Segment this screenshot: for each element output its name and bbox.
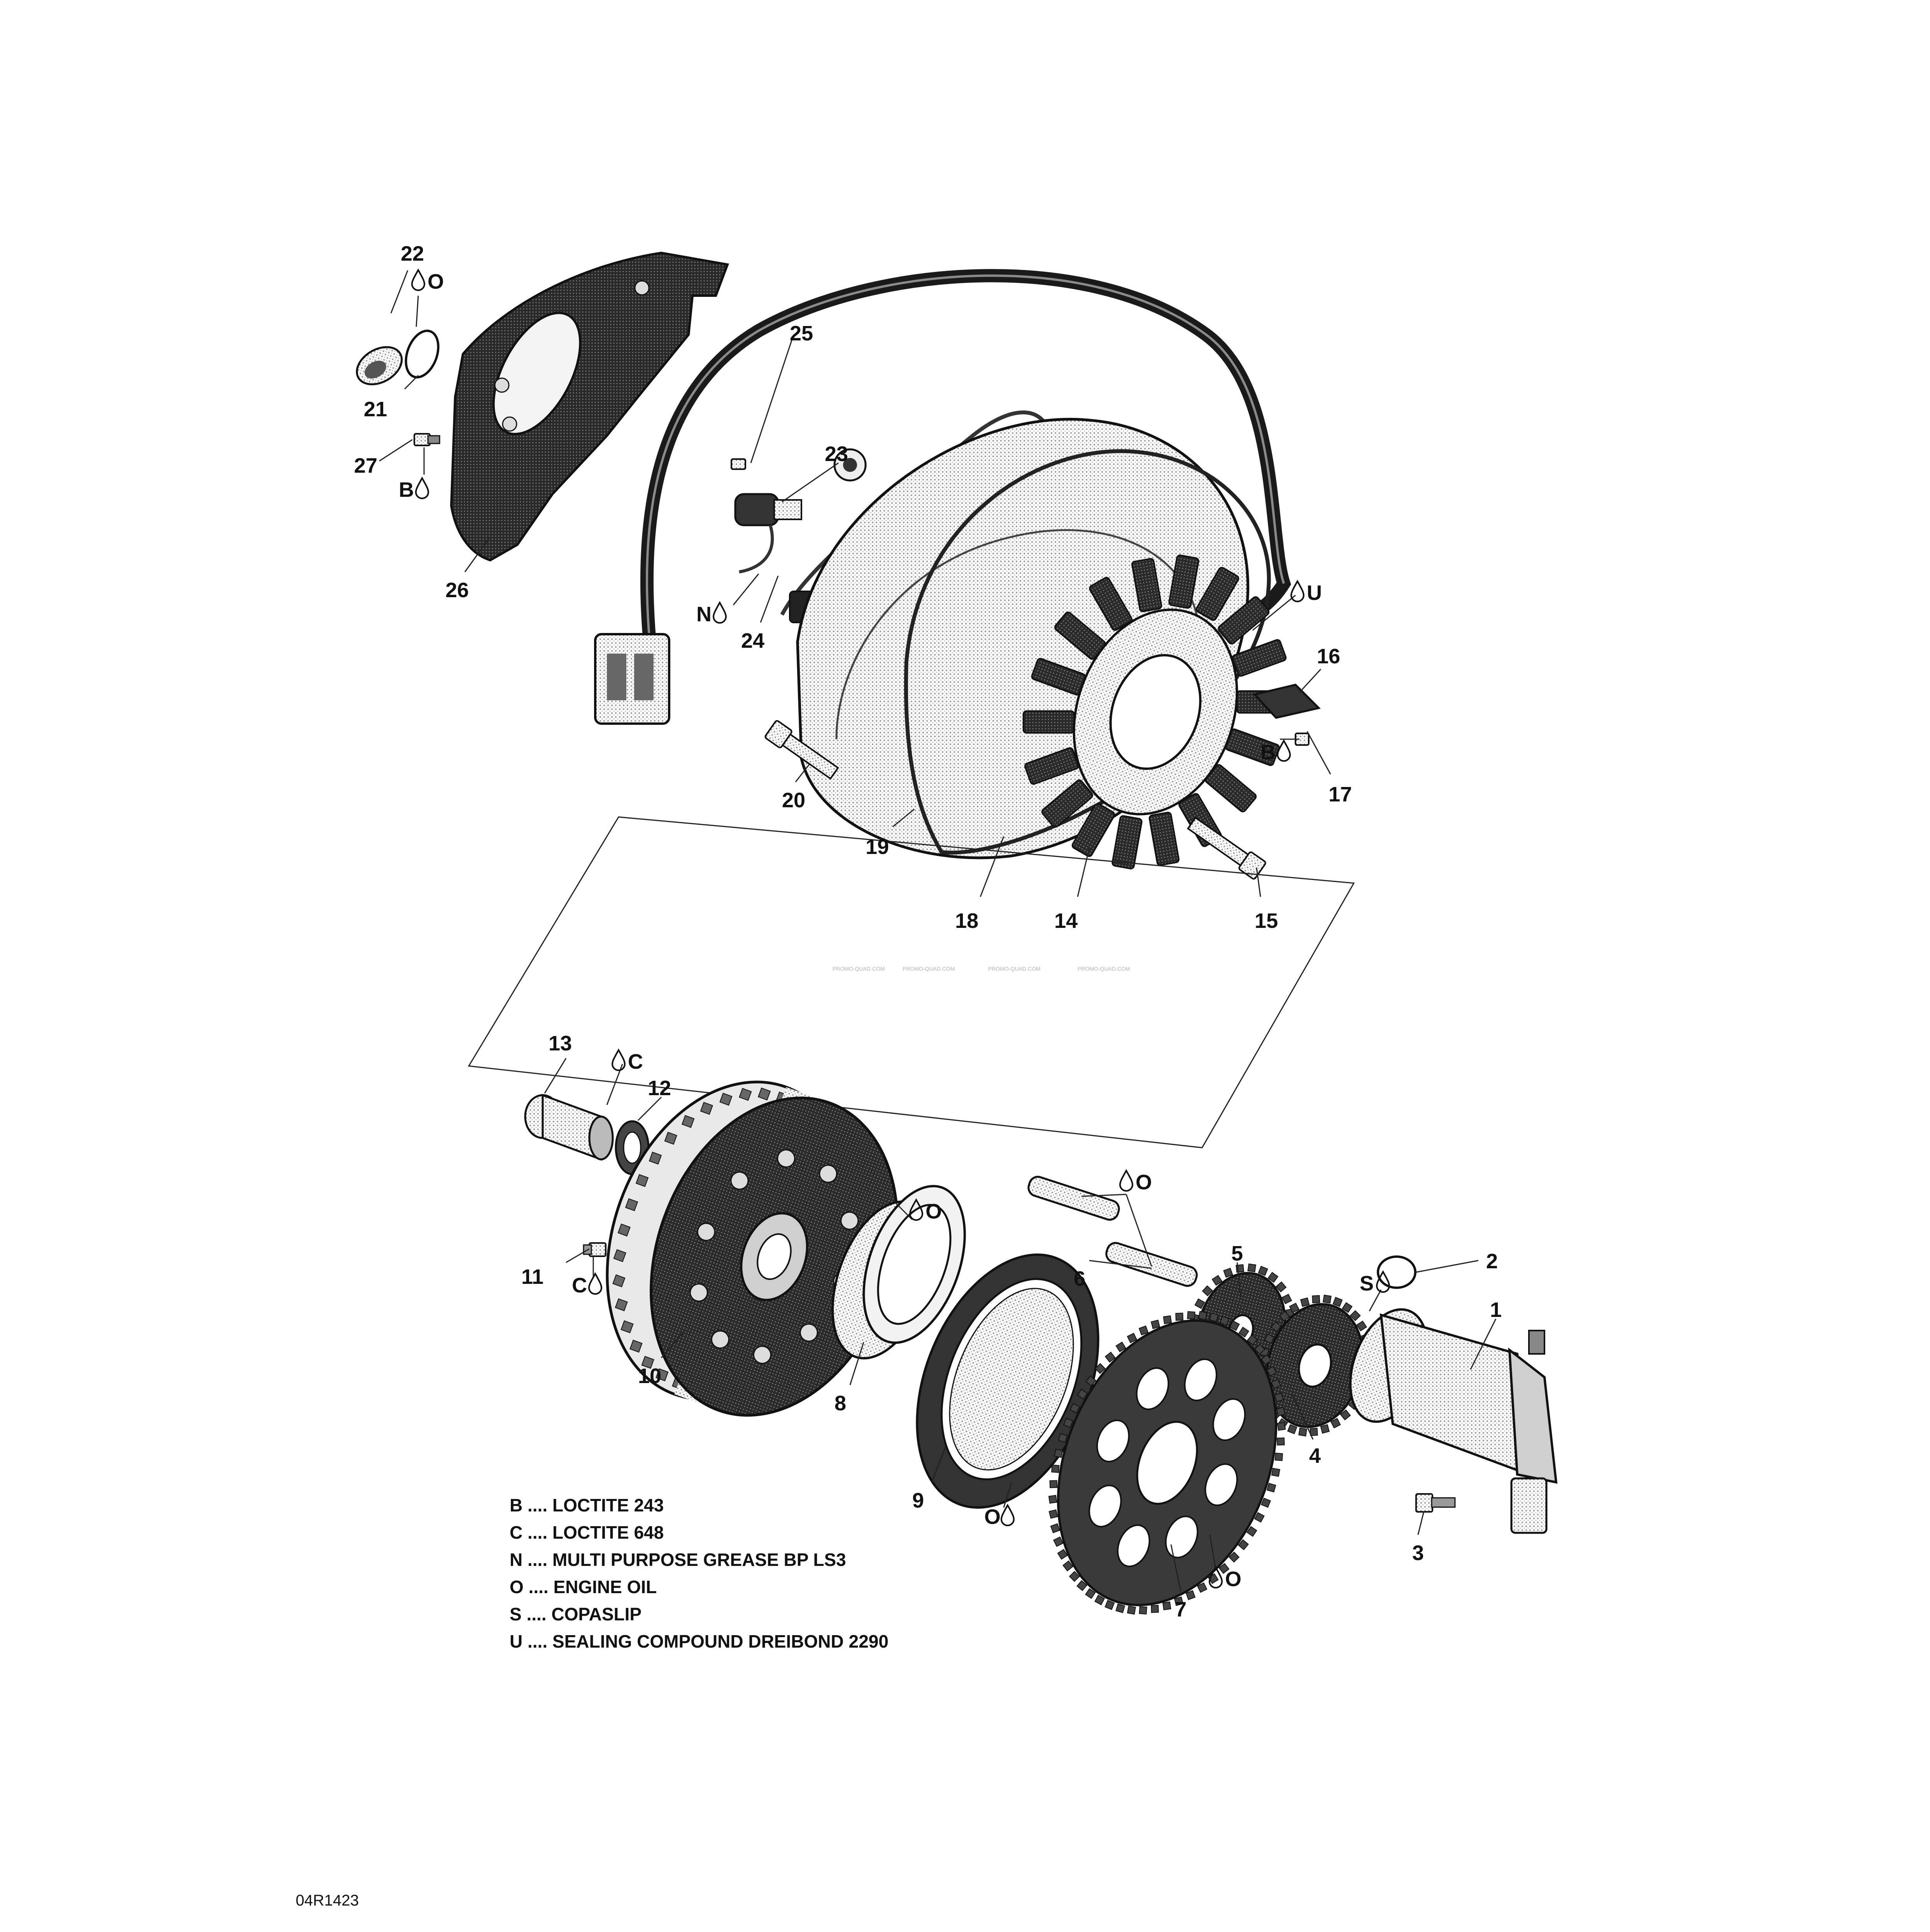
svg-text:O: O (428, 270, 444, 293)
bolt-15 (1187, 817, 1266, 880)
svg-text:PROMO-QUAD.COM: PROMO-QUAD.COM (988, 966, 1041, 972)
screw-11 (583, 1242, 607, 1257)
harness-connector (594, 633, 670, 725)
callout-27: 27 (354, 454, 377, 477)
callout-25: 25 (790, 322, 813, 345)
lubricant-legend: B .... LOCTITE 243 C .... LOCTITE 648 N ..… (510, 1495, 889, 1651)
assembly-frame (468, 816, 1355, 1148)
clip-16 (1253, 684, 1321, 719)
svg-text:O: O (1225, 1567, 1241, 1591)
callout-22: 22 (401, 242, 424, 265)
callout-6: 6 (1074, 1267, 1085, 1290)
callout-12: 12 (648, 1076, 671, 1100)
cap-22 (356, 346, 403, 386)
screw-3 (1415, 1493, 1456, 1513)
wiring-harness (594, 269, 1291, 725)
marker-o-oring: O (411, 268, 444, 293)
svg-text:B: B (399, 478, 414, 501)
callout-20: 20 (782, 789, 805, 812)
svg-text:O: O (926, 1200, 942, 1223)
legend-row-o: O .... ENGINE OIL (510, 1577, 657, 1597)
svg-text:N: N (696, 603, 712, 626)
leader-lines (379, 270, 1497, 1592)
watermark: PROMO-QUAD.COM PROMO-QUAD.COM PROMO-QUAD… (833, 966, 1130, 972)
callout-1: 1 (1490, 1298, 1502, 1322)
marker-n-24: N (696, 601, 727, 626)
bolt-20 (764, 720, 839, 780)
svg-text:U: U (1307, 581, 1322, 605)
marker-c-13: C (611, 1048, 643, 1073)
o-ring-21 (405, 330, 440, 379)
callout-10: 10 (638, 1364, 661, 1388)
o-ring-2 (1377, 1255, 1416, 1289)
crankshaft-position-sensor-23 (734, 493, 802, 573)
sprag-clutch-8 (831, 1185, 966, 1360)
callout-labels: 1 2 3 4 5 6 7 8 9 10 11 12 13 14 15 16 1… (354, 242, 1502, 1621)
drawing-code: 04R1423 (296, 1892, 359, 1909)
svg-text:B: B (1260, 741, 1276, 764)
legend-row-c: C .... LOCTITE 648 (510, 1522, 664, 1543)
callout-21: 21 (364, 398, 387, 421)
shaft-6a (1027, 1176, 1120, 1221)
electric-starter-1 (1349, 1308, 1558, 1534)
callout-15: 15 (1255, 909, 1278, 933)
legend-row-s: S .... COPASLIP (510, 1604, 642, 1624)
svg-text:O: O (984, 1505, 1001, 1529)
marker-s-1: S (1360, 1270, 1390, 1295)
callout-19: 19 (866, 835, 889, 859)
svg-text:S: S (1360, 1272, 1374, 1295)
callout-11: 11 (521, 1265, 543, 1289)
marker-c-11: C (572, 1272, 603, 1297)
callout-2: 2 (1486, 1250, 1498, 1273)
callout-23: 23 (825, 442, 848, 466)
callout-9: 9 (912, 1489, 924, 1512)
callout-8: 8 (834, 1392, 846, 1415)
callout-14: 14 (1054, 909, 1078, 933)
marker-o-6: O (1119, 1169, 1152, 1194)
callout-17: 17 (1329, 783, 1352, 806)
callout-26: 26 (445, 579, 469, 602)
lubricant-markers: O B N U B C C O (399, 268, 1390, 1591)
marker-b-17: B (1260, 739, 1291, 764)
shaft-6b (1105, 1242, 1198, 1287)
callout-18: 18 (955, 909, 978, 933)
legend-row-u: U .... SEALING COMPOUND DREIBOND 2290 (510, 1631, 889, 1651)
callout-24: 24 (741, 629, 764, 652)
callout-7: 7 (1175, 1598, 1187, 1621)
callout-16: 16 (1317, 645, 1340, 668)
legend-row-b: B .... LOCTITE 243 (510, 1495, 664, 1515)
marker-o-7: O (1208, 1566, 1241, 1591)
callout-3: 3 (1412, 1541, 1424, 1565)
svg-text:PROMO-QUAD.COM: PROMO-QUAD.COM (903, 966, 955, 972)
marker-b-27: B (399, 476, 429, 501)
screw-25 (731, 458, 746, 470)
flywheel-bolt-13 (524, 1094, 614, 1161)
marker-o-9: O (984, 1503, 1015, 1529)
sprag-cage-9 (916, 1254, 1099, 1509)
callout-5: 5 (1231, 1242, 1243, 1265)
legend-row-n: N .... MULTI PURPOSE GREASE BP LS3 (510, 1550, 846, 1570)
svg-text:O: O (1136, 1171, 1152, 1194)
svg-text:PROMO-QUAD.COM: PROMO-QUAD.COM (1078, 966, 1130, 972)
marker-u-cover: U (1290, 579, 1322, 605)
svg-text:PROMO-QUAD.COM: PROMO-QUAD.COM (833, 966, 885, 972)
svg-text:C: C (628, 1050, 643, 1073)
starter-drive-gear-7 (1048, 1311, 1286, 1615)
bolt-27 (414, 433, 440, 446)
ignition-cover (450, 251, 729, 562)
svg-text:C: C (572, 1274, 587, 1297)
callout-4: 4 (1309, 1444, 1321, 1467)
callout-13: 13 (549, 1032, 572, 1055)
marker-o-8: O (909, 1198, 942, 1223)
